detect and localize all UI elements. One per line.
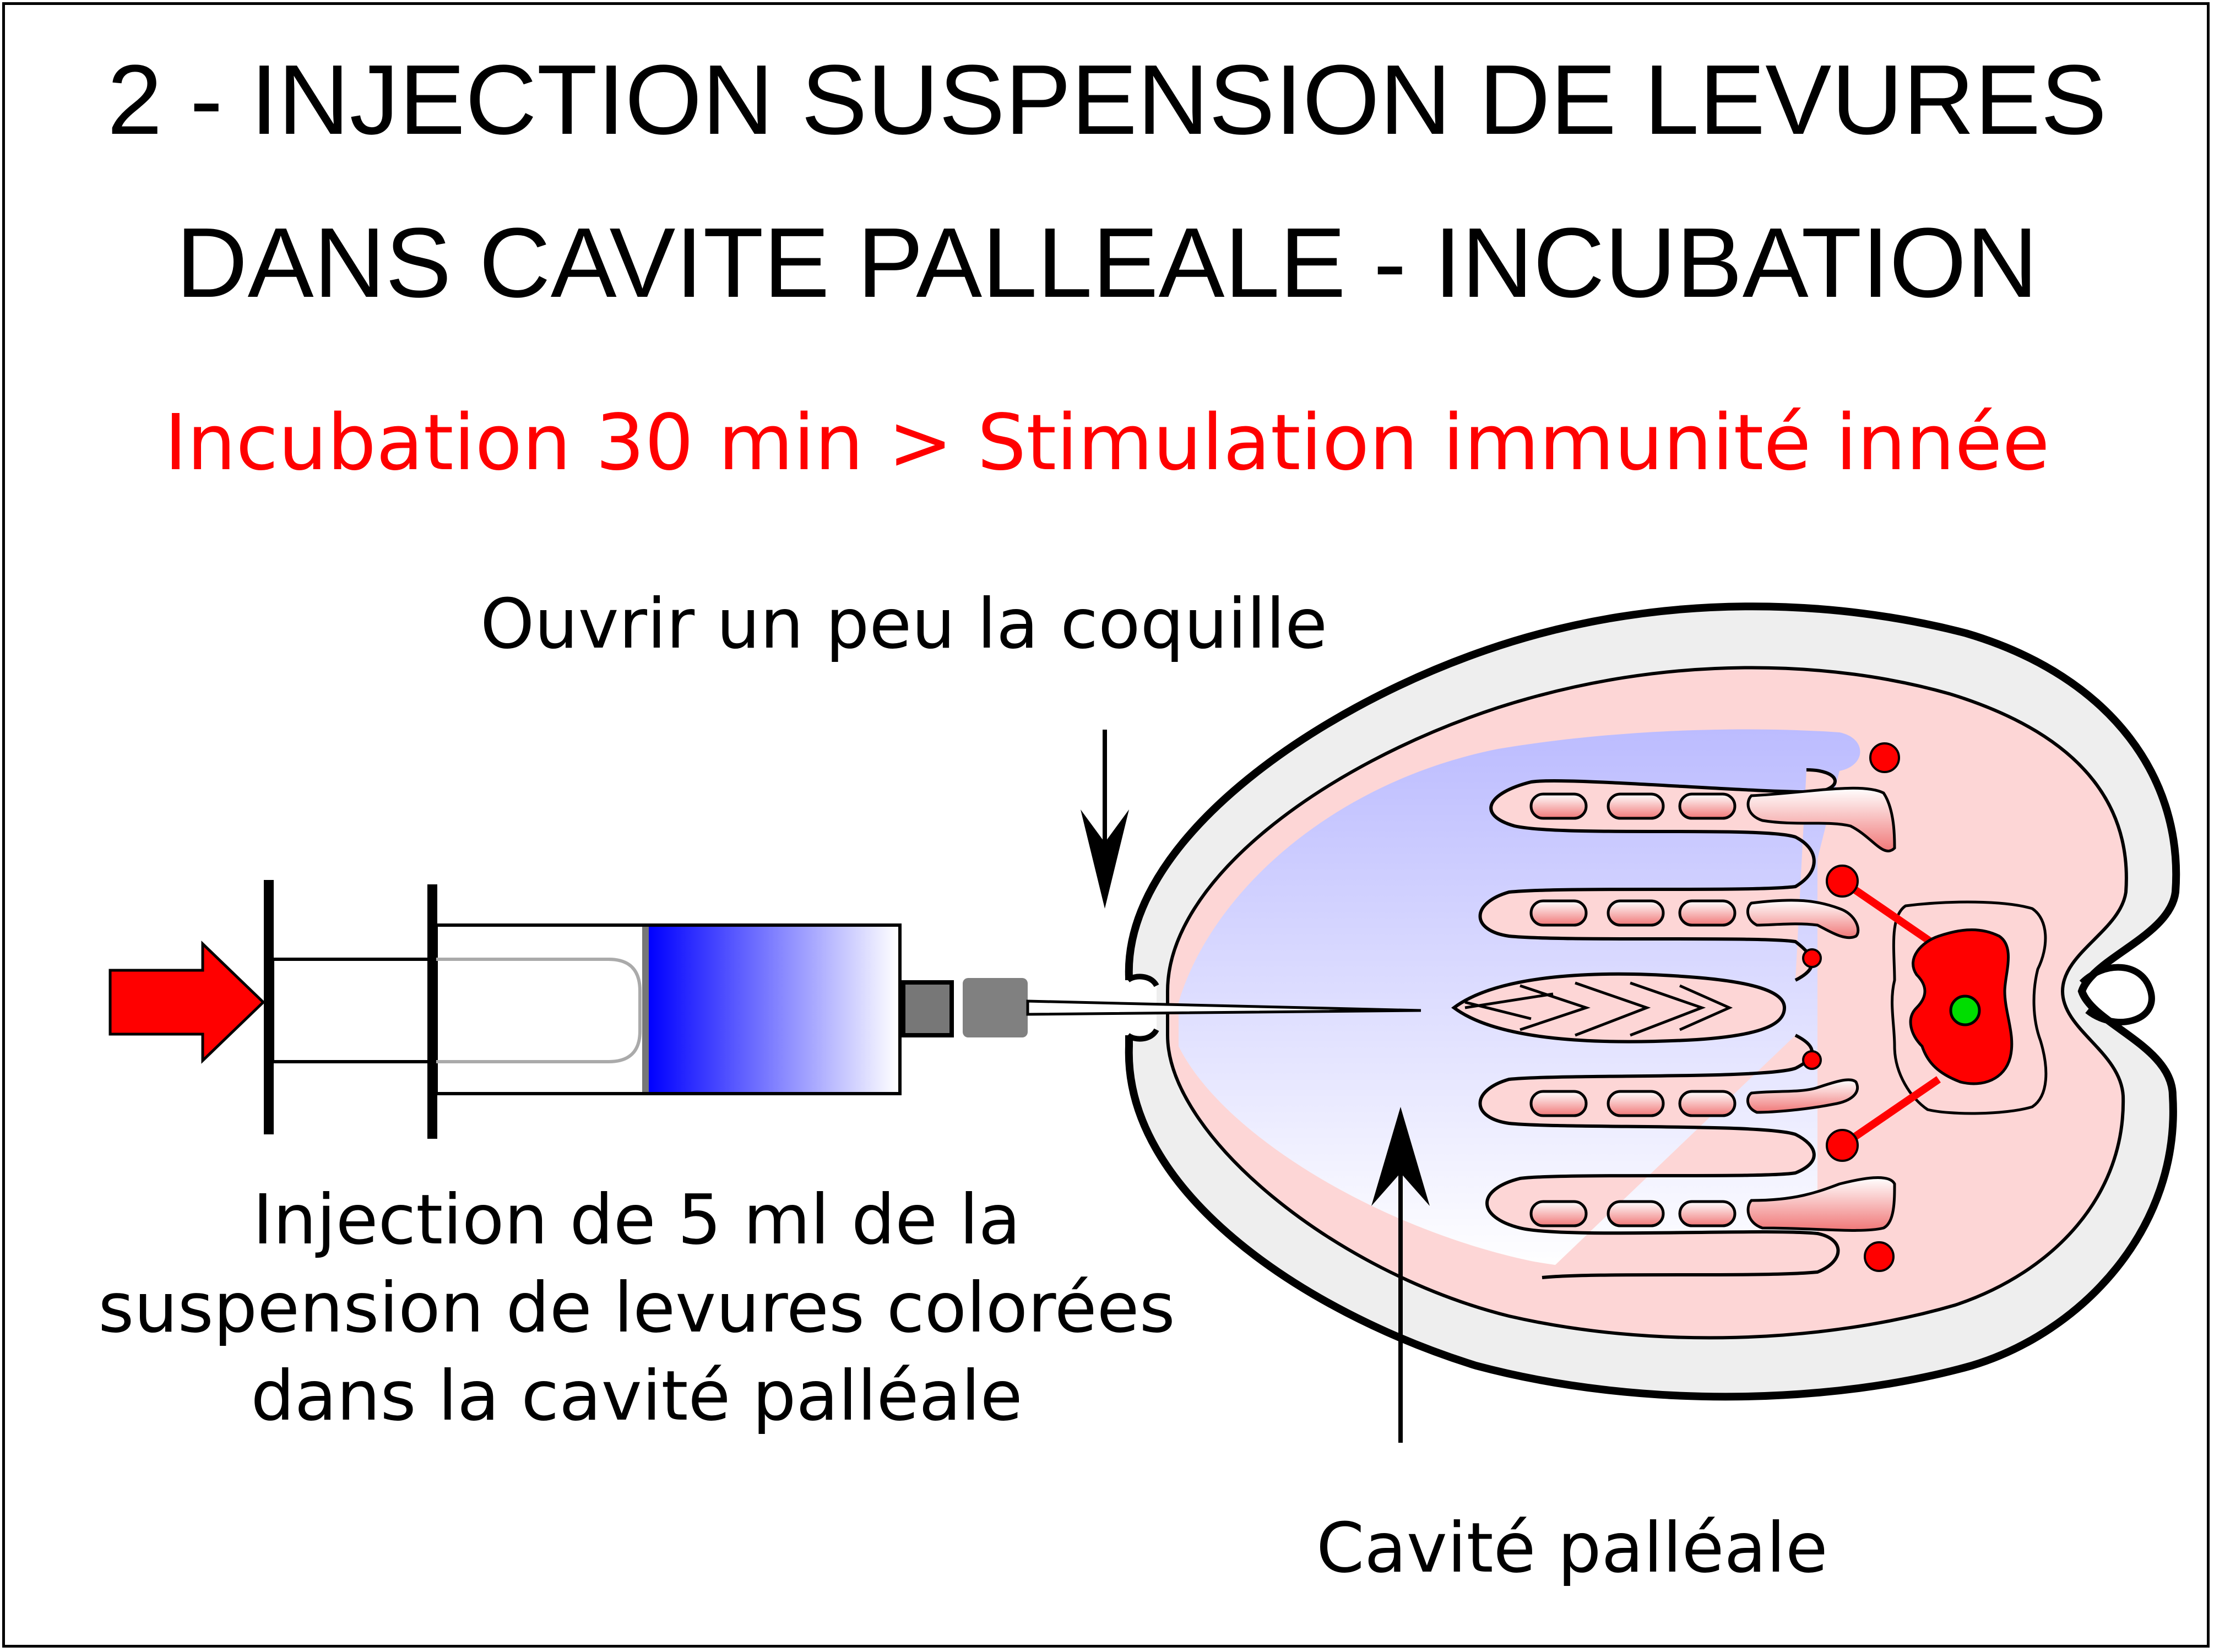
pallial-cavity-arrow: [1371, 1107, 1430, 1443]
title-line-1: 2 - INJECTION SUSPENSION DE LEVURES: [107, 45, 2107, 155]
subtitle: Incubation 30 min > Stimulation immunité…: [164, 398, 2050, 488]
injection-label-line-1: Injection de 5 ml de la: [252, 1180, 1021, 1260]
gill-cells: [1529, 792, 1737, 1227]
injection-label-line-3: dans la cavité palléale: [251, 1356, 1023, 1436]
syringe-tip: [901, 980, 954, 1037]
needle-hub: [963, 978, 1028, 1037]
title-line-2: DANS CAVITE PALLEALE - INCUBATION: [176, 208, 2038, 318]
push-arrow: [108, 941, 265, 1064]
syringe-plunger-rod: [271, 958, 432, 1063]
open-shell-label: Ouvrir un peu la coquille: [480, 584, 1328, 664]
open-shell-arrow: [1081, 730, 1129, 909]
syringe-plunger-head: [436, 958, 642, 1063]
hemocytes: [1802, 742, 1900, 1272]
hemocyte-vessels: [1840, 878, 1941, 1149]
injection-label: Injection de 5 ml de la suspension de le…: [0, 1176, 1273, 1441]
injection-label-line-2: suspension de levures colorées: [98, 1268, 1175, 1348]
gill-tips: [1746, 786, 1896, 1232]
needle: [1026, 999, 1421, 1016]
syringe: [264, 880, 1028, 1139]
pallial-cavity-label: Cavité palléale: [1316, 1508, 1828, 1588]
syringe-liquid: [649, 927, 898, 1092]
nucleus: [1949, 995, 1981, 1026]
